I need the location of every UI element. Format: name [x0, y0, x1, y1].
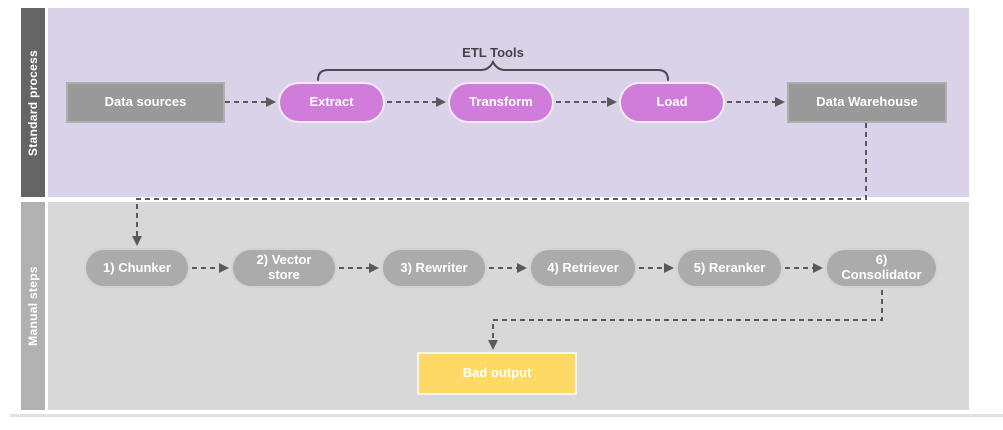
node-reranker: 5) Reranker [676, 248, 783, 288]
node-reranker-label: 5) Reranker [693, 259, 766, 275]
node-data-warehouse-label: Data Warehouse [816, 94, 918, 110]
node-data-sources: Data sources [66, 82, 225, 123]
lane-label-bar-standard: Standard process [21, 8, 45, 197]
node-vector-store: 2) Vector store [231, 248, 337, 288]
node-rewriter-label: 3) Rewriter [400, 259, 468, 275]
node-data-warehouse: Data Warehouse [787, 82, 947, 123]
page-edge-divider [10, 414, 1003, 417]
node-retriever-label: 4) Retriever [547, 259, 619, 275]
node-extract-label: Extract [309, 94, 354, 110]
node-transform-label: Transform [469, 94, 533, 110]
node-chunker: 1) Chunker [84, 248, 190, 288]
node-consolidator-label: 6) Consolidator [841, 252, 922, 282]
node-bad-output: Bad output [417, 352, 577, 395]
node-load: Load [619, 82, 725, 123]
node-transform: Transform [448, 82, 554, 123]
node-load-label: Load [656, 94, 688, 110]
node-rewriter: 3) Rewriter [381, 248, 487, 288]
lane-label-manual: Manual steps [26, 266, 40, 346]
node-data-sources-label: Data sources [104, 94, 187, 110]
node-chunker-label: 1) Chunker [103, 259, 171, 275]
lane-label-standard: Standard process [26, 49, 41, 156]
node-vector-store-label: 2) Vector store [256, 252, 312, 282]
lane-label-bar-manual: Manual steps [21, 202, 45, 410]
node-bad-output-label: Bad output [462, 365, 532, 381]
node-extract: Extract [278, 82, 385, 123]
node-consolidator: 6) Consolidator [825, 248, 938, 288]
node-retriever: 4) Retriever [529, 248, 637, 288]
etl-tools-label: ETL Tools [462, 45, 524, 60]
